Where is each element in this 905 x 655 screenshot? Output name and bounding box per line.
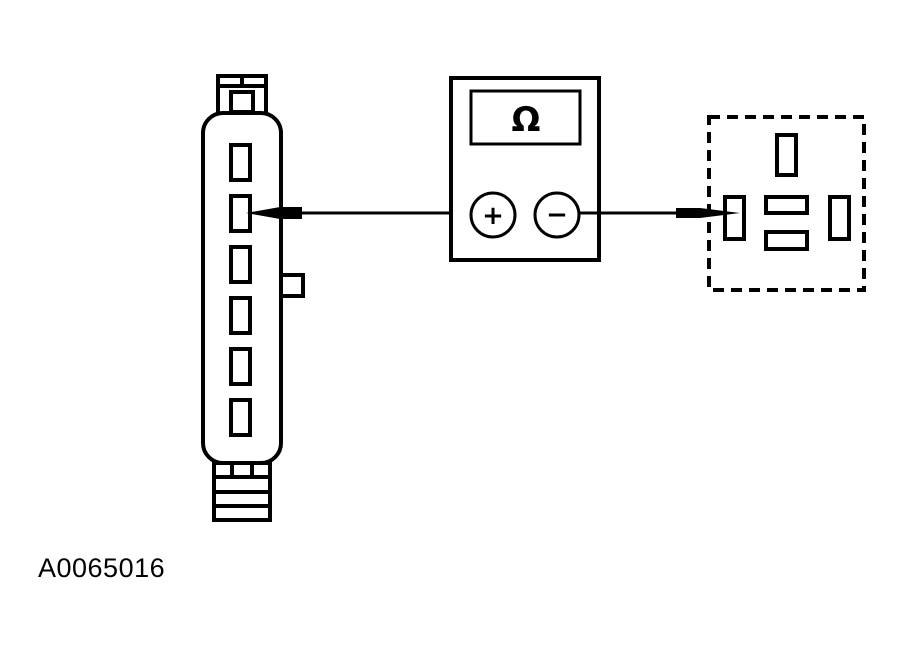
connector-side-tab <box>281 273 305 298</box>
relay-socket <box>707 115 866 292</box>
relay-terminal-center-upper <box>764 195 809 215</box>
ohm-symbol: Ω <box>512 100 541 140</box>
multimeter-display <box>469 89 582 146</box>
relay-terminal-right <box>828 195 851 241</box>
connector-pin-3 <box>229 245 252 284</box>
connector-latch <box>216 74 268 115</box>
connector-wire-boot <box>212 461 272 522</box>
connector-body <box>201 111 283 465</box>
multimeter: Ω + − <box>449 76 601 262</box>
positive-probe-lead <box>246 207 470 219</box>
connector-pin-6 <box>229 398 252 437</box>
negative-probe-lead <box>579 208 740 218</box>
relay-terminal-left <box>723 195 746 241</box>
positive-terminal <box>469 191 517 239</box>
negative-terminal <box>533 191 581 239</box>
relay-terminal-top <box>775 133 798 177</box>
connector-pin-1 <box>229 143 252 182</box>
relay-socket-outline <box>707 115 866 292</box>
figure-id-label: A0065016 <box>38 553 166 583</box>
connector-pin-5 <box>229 347 252 386</box>
harness-connector <box>201 74 305 522</box>
relay-terminal-center-lower <box>764 230 809 251</box>
connector-pin-4 <box>229 296 252 335</box>
positive-terminal-label: + <box>482 201 504 231</box>
positive-probe-tip <box>246 207 302 219</box>
negative-terminal-label: − <box>546 200 568 230</box>
connector-pin-2 <box>229 194 252 233</box>
